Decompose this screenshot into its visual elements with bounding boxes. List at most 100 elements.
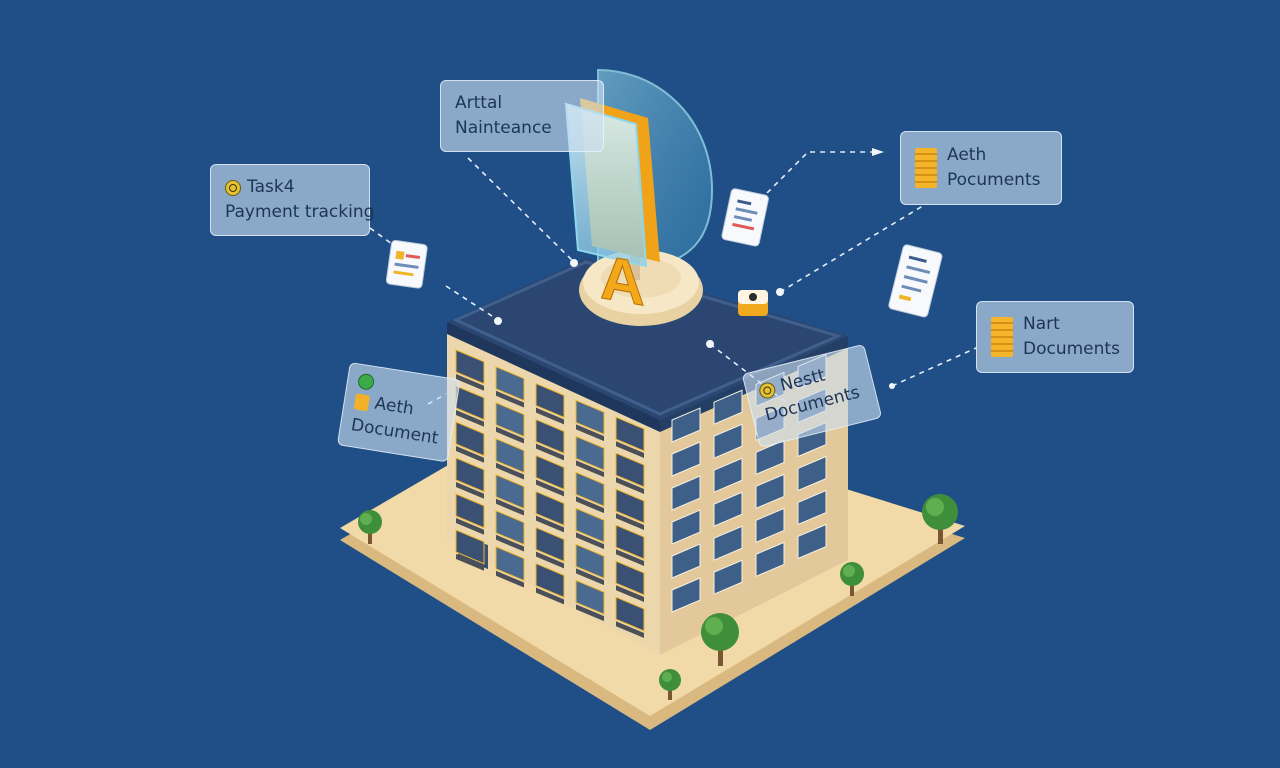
- label-payment-tracking: Task4 Payment tracking: [210, 164, 375, 236]
- label-docs-top-right-line2: Pocuments: [947, 170, 1041, 190]
- balcony: [496, 426, 524, 444]
- window: [797, 523, 827, 560]
- document-icon: [915, 148, 937, 188]
- window: [713, 491, 743, 527]
- document-icon: [353, 392, 371, 411]
- roof-vent-unit: [738, 290, 768, 316]
- label-docs-mid-right: Nart Documents: [976, 301, 1134, 373]
- window: [495, 438, 525, 474]
- window: [495, 546, 525, 582]
- window: [615, 452, 645, 488]
- balcony: [536, 479, 564, 497]
- window: [535, 562, 565, 599]
- window: [535, 490, 565, 527]
- window: [575, 543, 605, 579]
- window: [455, 421, 485, 457]
- window: [575, 507, 605, 543]
- balcony: [576, 532, 604, 550]
- balcony: [576, 496, 604, 514]
- balcony: [456, 554, 484, 571]
- window: [755, 473, 785, 510]
- balcony: [616, 477, 644, 494]
- balcony: [536, 551, 564, 569]
- window: [455, 493, 485, 529]
- label-rental-maintenance-line2: Nainteance: [455, 118, 552, 138]
- floating-doc-card-3: [385, 240, 428, 289]
- window: [713, 559, 743, 595]
- window: [713, 389, 743, 425]
- window: [615, 416, 645, 452]
- balcony: [496, 462, 524, 480]
- window: [713, 525, 743, 561]
- window: [713, 457, 743, 493]
- balcony: [616, 585, 644, 602]
- label-docs-mid-right-line1: Nart: [1023, 314, 1060, 334]
- left-window-grid: [455, 349, 645, 638]
- window: [535, 526, 565, 563]
- label-rental-maintenance-line1: Arttal: [455, 93, 503, 113]
- window: [575, 471, 605, 507]
- balcony: [496, 390, 524, 408]
- window: [755, 541, 785, 578]
- window: [615, 524, 645, 560]
- label-payment-tracking-line2: Payment tracking: [225, 202, 375, 222]
- window: [671, 441, 701, 477]
- balcony: [456, 446, 484, 463]
- connector-dots: [494, 148, 895, 389]
- window: [455, 529, 485, 565]
- window: [797, 489, 827, 526]
- label-docs-mid-right-line2: Documents: [1023, 339, 1120, 359]
- window: [755, 439, 785, 476]
- label-payment-tracking-line1: Task4: [247, 177, 295, 197]
- window: [615, 488, 645, 524]
- window: [535, 454, 565, 491]
- window: [615, 596, 645, 632]
- balcony: [536, 515, 564, 533]
- window: [671, 407, 701, 443]
- window: [535, 418, 565, 455]
- label-rental-maintenance: Arttal Nainteance: [440, 80, 604, 152]
- balcony: [496, 498, 524, 516]
- connector-lines: [369, 151, 977, 411]
- document-icon: [991, 317, 1013, 357]
- sign-letter: A: [600, 242, 645, 319]
- balcony: [496, 534, 524, 552]
- window: [495, 510, 525, 546]
- floating-doc-card-2: [888, 244, 943, 318]
- balcony: [576, 568, 604, 586]
- cycle-icon: [757, 380, 777, 400]
- balcony: [536, 587, 564, 605]
- cycle-icon: [225, 179, 241, 196]
- window: [671, 577, 701, 613]
- balcony: [576, 460, 604, 478]
- window: [713, 423, 743, 459]
- balcony: [456, 374, 484, 391]
- balcony: [616, 549, 644, 566]
- balcony: [576, 424, 604, 442]
- window: [575, 399, 605, 435]
- window: [455, 457, 485, 493]
- window: [455, 349, 485, 385]
- label-docs-left: Aeth Document: [336, 362, 461, 463]
- floating-doc-card-1: [721, 188, 769, 247]
- balcony: [616, 621, 644, 638]
- window: [615, 560, 645, 596]
- balcony: [536, 443, 564, 461]
- balcony: [576, 604, 604, 622]
- window: [495, 402, 525, 438]
- balcony: [616, 513, 644, 530]
- window: [671, 543, 701, 579]
- window: [671, 509, 701, 545]
- window: [755, 507, 785, 544]
- balcony: [456, 518, 484, 535]
- apartment-building: [447, 258, 848, 655]
- window: [797, 455, 827, 492]
- window: [575, 579, 605, 615]
- window: [495, 474, 525, 510]
- label-docs-top-right-line1: Aeth: [947, 145, 987, 165]
- balcony: [496, 570, 524, 588]
- window: [671, 475, 701, 511]
- window: [575, 435, 605, 471]
- window: [495, 366, 525, 402]
